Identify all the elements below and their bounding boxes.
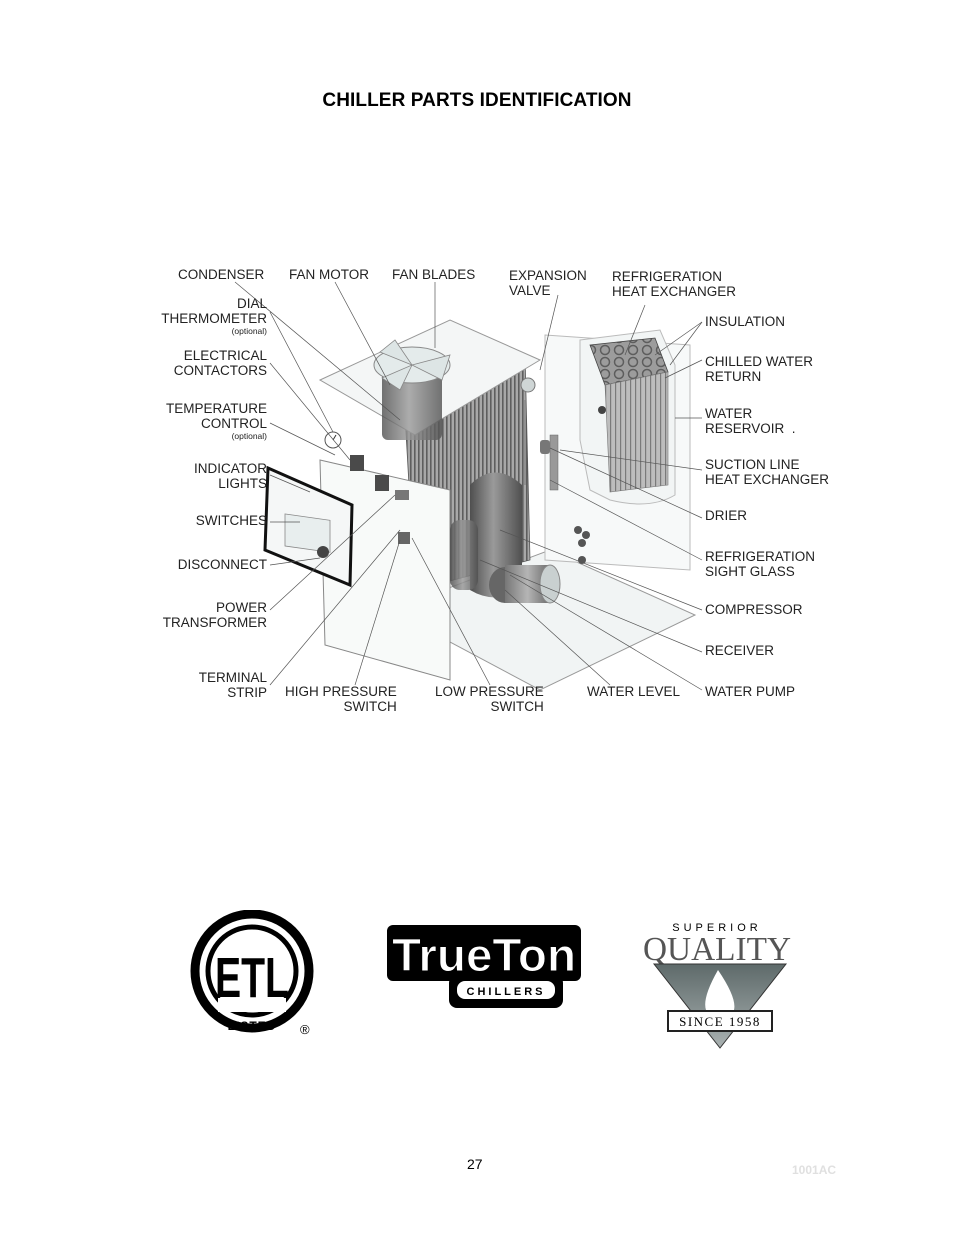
label-water-pump: WATER PUMP [705, 684, 795, 699]
svg-text:SINCE 1958: SINCE 1958 [679, 1014, 761, 1029]
svg-text:CHILLERS: CHILLERS [467, 986, 546, 998]
svg-text:LISTED: LISTED [228, 1019, 277, 1033]
page-number: 27 [467, 1156, 483, 1172]
superior-quality-logo: SUPERIOR QUALITY SINCE 1958 [640, 918, 795, 1053]
label-fan-motor: FAN MOTOR [289, 267, 370, 282]
label-insulation: INSULATION [705, 314, 786, 329]
svg-text:TrueTon: TrueTon [392, 929, 576, 981]
label-drier: DRIER [705, 508, 748, 523]
svg-text:SUPERIOR: SUPERIOR [672, 922, 761, 934]
label-switches: SWITCHES [195, 513, 267, 528]
svg-text:QUALITY: QUALITY [643, 931, 791, 968]
label-disconnect: DISCONNECT [177, 557, 267, 572]
label-fan-blades: FAN BLADES [392, 267, 476, 282]
etl-listed-logo: ETL LISTED ® [190, 909, 325, 1040]
document-id: 1001AC [792, 1163, 837, 1177]
chiller-diagram: CONDENSER FAN MOTOR FAN BLADES EXPANSION… [150, 260, 850, 720]
svg-text:®: ® [300, 1022, 310, 1037]
label-condenser: CONDENSER [178, 267, 265, 282]
page-title: CHILLER PARTS IDENTIFICATION [322, 90, 632, 111]
label-receiver: RECEIVER [705, 643, 775, 658]
trueton-chillers-logo: TrueTon CHILLERS [385, 923, 585, 1013]
chiller-illustration [234, 281, 703, 691]
svg-text:ETL: ETL [215, 946, 289, 1009]
label-water-level: WATER LEVEL [587, 684, 681, 699]
label-compressor: COMPRESSOR [705, 602, 803, 617]
